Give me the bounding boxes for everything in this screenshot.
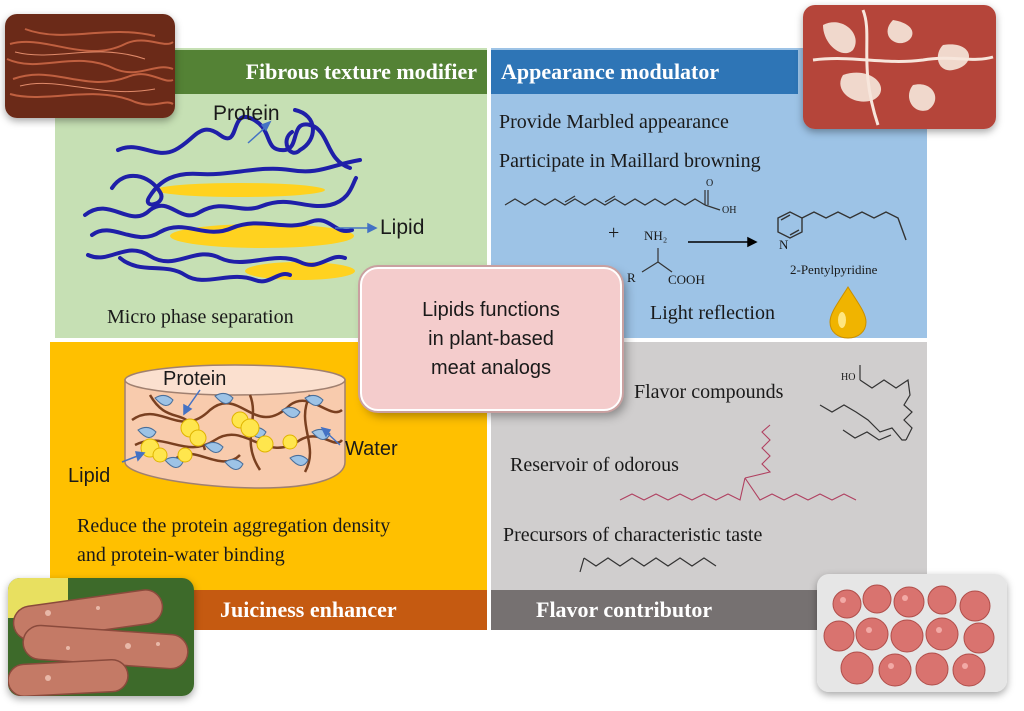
- fibrous-arrows: [247, 120, 378, 234]
- juiciness-caption-line2: and protein-water binding: [77, 544, 285, 566]
- nh2-label: NH₂: [644, 228, 668, 243]
- flavor-line3: Precursors of characteristic taste: [503, 524, 763, 546]
- product-label: 2-Pentylpyridine: [790, 262, 878, 277]
- hexanal-structure: [579, 557, 717, 573]
- juiciness-lipid-label: Lipid: [68, 465, 111, 487]
- plus-sign: +: [608, 222, 620, 244]
- protein-strands: [83, 108, 362, 284]
- ho-label: HO: [841, 372, 856, 383]
- r-group-label: R: [627, 270, 636, 285]
- reaction-arrow: [688, 236, 758, 248]
- flavor-header: Flavor contributor: [491, 590, 821, 630]
- fibrous-meat-photo: [5, 14, 175, 118]
- marbled-meat-photo: [803, 5, 996, 129]
- lipid-blobs-juiciness: [140, 411, 298, 463]
- center-title: Lipids functions in plant-based meat ana…: [422, 298, 560, 379]
- appearance-caption: Light reflection: [650, 302, 775, 324]
- flavor-line2: Reservoir of odorous: [510, 454, 679, 476]
- pufa-structure: [819, 365, 913, 441]
- appearance-header: Appearance modulator: [491, 50, 798, 94]
- juiciness-caption-line1: Reduce the protein aggregation density: [77, 515, 391, 537]
- juiciness-header: Juiciness enhancer: [190, 590, 487, 630]
- carbonyl-o-label: O: [706, 178, 714, 189]
- amino-acid-structure: [641, 248, 673, 273]
- fibrous-lipid-label: Lipid: [380, 216, 425, 239]
- pyridine-n-label: N: [779, 237, 789, 252]
- appearance-line1: Provide Marbled appearance: [499, 111, 729, 133]
- oil-drop-icon: [829, 286, 867, 339]
- juiciness-protein-label: Protein: [163, 368, 227, 390]
- cooh-label: COOH: [668, 272, 705, 287]
- fibrous-protein-label: Protein: [213, 102, 280, 125]
- meatballs-photo: [817, 574, 1007, 692]
- center-title-box: Lipids functions in plant-based meat ana…: [360, 267, 622, 411]
- triglyceride-structure: [619, 424, 857, 501]
- fibrous-caption: Micro phase separation: [107, 306, 294, 328]
- sausage-photo: [8, 578, 194, 696]
- pentylpyridine-structure: [777, 211, 907, 241]
- appearance-line2: Participate in Maillard browning: [499, 150, 761, 172]
- oh-label: OH: [722, 205, 737, 216]
- flavor-line1: Flavor compounds: [634, 381, 784, 403]
- lipid-blobs-fibrous: [155, 183, 355, 280]
- fatty-acid-structure: [504, 190, 721, 211]
- juiciness-water-label: Water: [345, 438, 398, 460]
- juiciness-arrows: [121, 389, 341, 463]
